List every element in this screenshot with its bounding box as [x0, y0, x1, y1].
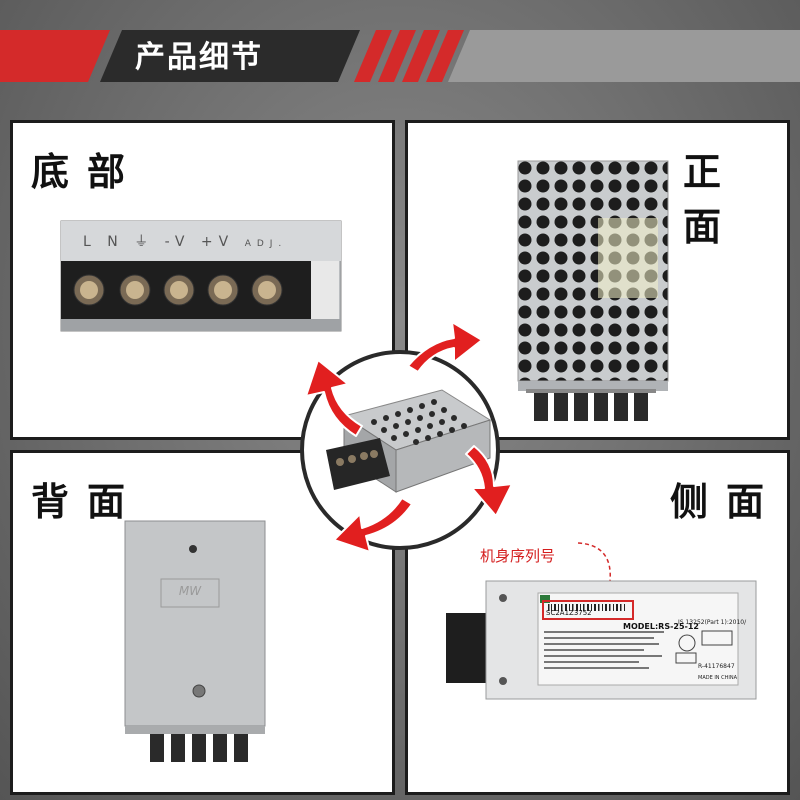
front-view-label: 正面: [683, 150, 740, 249]
side-view-panel: 侧面 机身序列号 M: [405, 450, 790, 795]
standard-text: IS 13252(Part 1):2010/: [678, 619, 747, 626]
rnumber-text: R-41176847: [698, 663, 735, 670]
back-view-label: 背面: [31, 480, 144, 524]
product-overview-circle: [300, 350, 500, 550]
made-in-text: MADE IN CHINA: [698, 675, 738, 681]
perforated-cover-image: [517, 160, 669, 421]
marking-adj: ADJ.: [244, 239, 288, 249]
marking-n: N: [107, 234, 124, 250]
serial-number-text: SC2A1Z3752: [546, 609, 592, 617]
terminal-block-image: [60, 220, 342, 332]
model-text: MODEL:RS-25-12: [623, 622, 699, 631]
marking-l: L: [83, 234, 97, 250]
marking-neg-v: -V: [164, 234, 191, 250]
page-title: 产品细节: [135, 40, 263, 75]
marking-pos-v: +V: [200, 234, 235, 250]
marking-ground: ⏚: [134, 234, 155, 250]
side-label-image: [446, 542, 757, 700]
bottom-view-panel: 底部 L N ⏚ -V +V ADJ.: [10, 120, 395, 440]
side-view-label: 侧面: [670, 480, 783, 524]
title-banner: [0, 30, 800, 82]
product-image: [326, 389, 492, 493]
header: 产品细节: [0, 0, 800, 110]
terminal-markings: L N ⏚ -V +V ADJ.: [83, 231, 287, 251]
svg-text:MW: MW: [179, 584, 202, 598]
back-plate-image: MW: [124, 520, 266, 762]
meanwell-logo-icon: MW: [160, 578, 220, 608]
serial-callout: 机身序列号: [480, 547, 556, 565]
bottom-view-label: 底部: [31, 150, 144, 194]
